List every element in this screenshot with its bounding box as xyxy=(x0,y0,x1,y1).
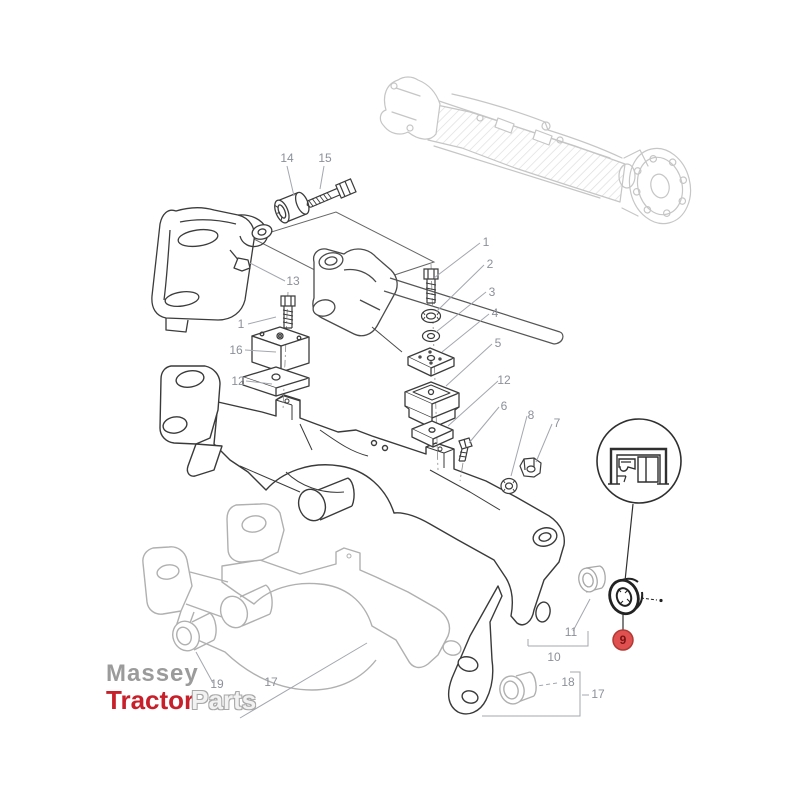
part-label-12[interactable]: 12 xyxy=(231,374,245,388)
nut-7 xyxy=(519,457,542,478)
thumbnail-assembly xyxy=(379,76,692,225)
part-badge-9[interactable]: 9 xyxy=(612,629,634,651)
block-16 xyxy=(251,326,310,373)
bolt-1-left xyxy=(280,295,296,329)
washer-3 xyxy=(421,329,441,343)
detail-circle xyxy=(596,418,682,633)
logo-tractor: Tractor xyxy=(106,685,195,715)
washer-2 xyxy=(420,308,442,324)
part-label-11[interactable]: 11 xyxy=(565,625,578,639)
bushing-19 xyxy=(172,612,217,652)
part-label-1[interactable]: 1 xyxy=(238,317,245,331)
part-label-10[interactable]: 10 xyxy=(547,650,561,664)
part-label-16[interactable]: 16 xyxy=(229,343,243,357)
seal-9 xyxy=(608,577,663,616)
part-label-15[interactable]: 15 xyxy=(318,151,332,165)
block-5 xyxy=(404,381,460,429)
axle-housing-main xyxy=(159,365,565,715)
part-label-18[interactable]: 18 xyxy=(561,675,575,689)
part-label-6[interactable]: 6 xyxy=(501,399,508,413)
bushing-18 xyxy=(499,671,537,705)
washer-8 xyxy=(500,477,518,495)
logo-parts: Parts xyxy=(191,685,257,715)
bolt-6 xyxy=(458,437,473,462)
part-label-19[interactable]: 19 xyxy=(210,677,224,691)
pad-4 xyxy=(407,347,455,377)
bracket-13 xyxy=(151,207,273,333)
part-label-4[interactable]: 4 xyxy=(492,306,499,320)
svg-text:9: 9 xyxy=(620,633,627,647)
axle-housing-secondary xyxy=(142,503,462,691)
logo: Massey TractorParts xyxy=(106,660,256,714)
bushing-14 xyxy=(274,191,310,224)
bushing-11 xyxy=(578,565,606,593)
part-label-8[interactable]: 8 xyxy=(528,408,535,422)
pad-12-right xyxy=(411,420,454,448)
part-label-14[interactable]: 14 xyxy=(280,151,294,165)
part-label-5[interactable]: 5 xyxy=(495,336,502,350)
bolt-1-right xyxy=(423,268,439,304)
steering-arm xyxy=(312,248,403,353)
leader-lines xyxy=(195,165,591,719)
bracket-10 xyxy=(527,631,589,647)
track-rod xyxy=(383,277,564,345)
part-label-7[interactable]: 7 xyxy=(554,416,561,430)
part-label-17[interactable]: 17 xyxy=(591,687,605,701)
bolt-15 xyxy=(306,178,357,208)
logo-massey: Massey xyxy=(106,660,199,687)
part-label-13[interactable]: 13 xyxy=(286,274,300,288)
bracket-17 xyxy=(482,671,581,717)
part-label-1[interactable]: 1 xyxy=(483,235,490,249)
part-label-12[interactable]: 12 xyxy=(497,373,511,387)
part-label-3[interactable]: 3 xyxy=(489,285,496,299)
logo-tractorparts: TractorParts xyxy=(106,687,256,713)
part-label-2[interactable]: 2 xyxy=(487,257,494,271)
part-label-17[interactable]: 17 xyxy=(264,675,278,689)
